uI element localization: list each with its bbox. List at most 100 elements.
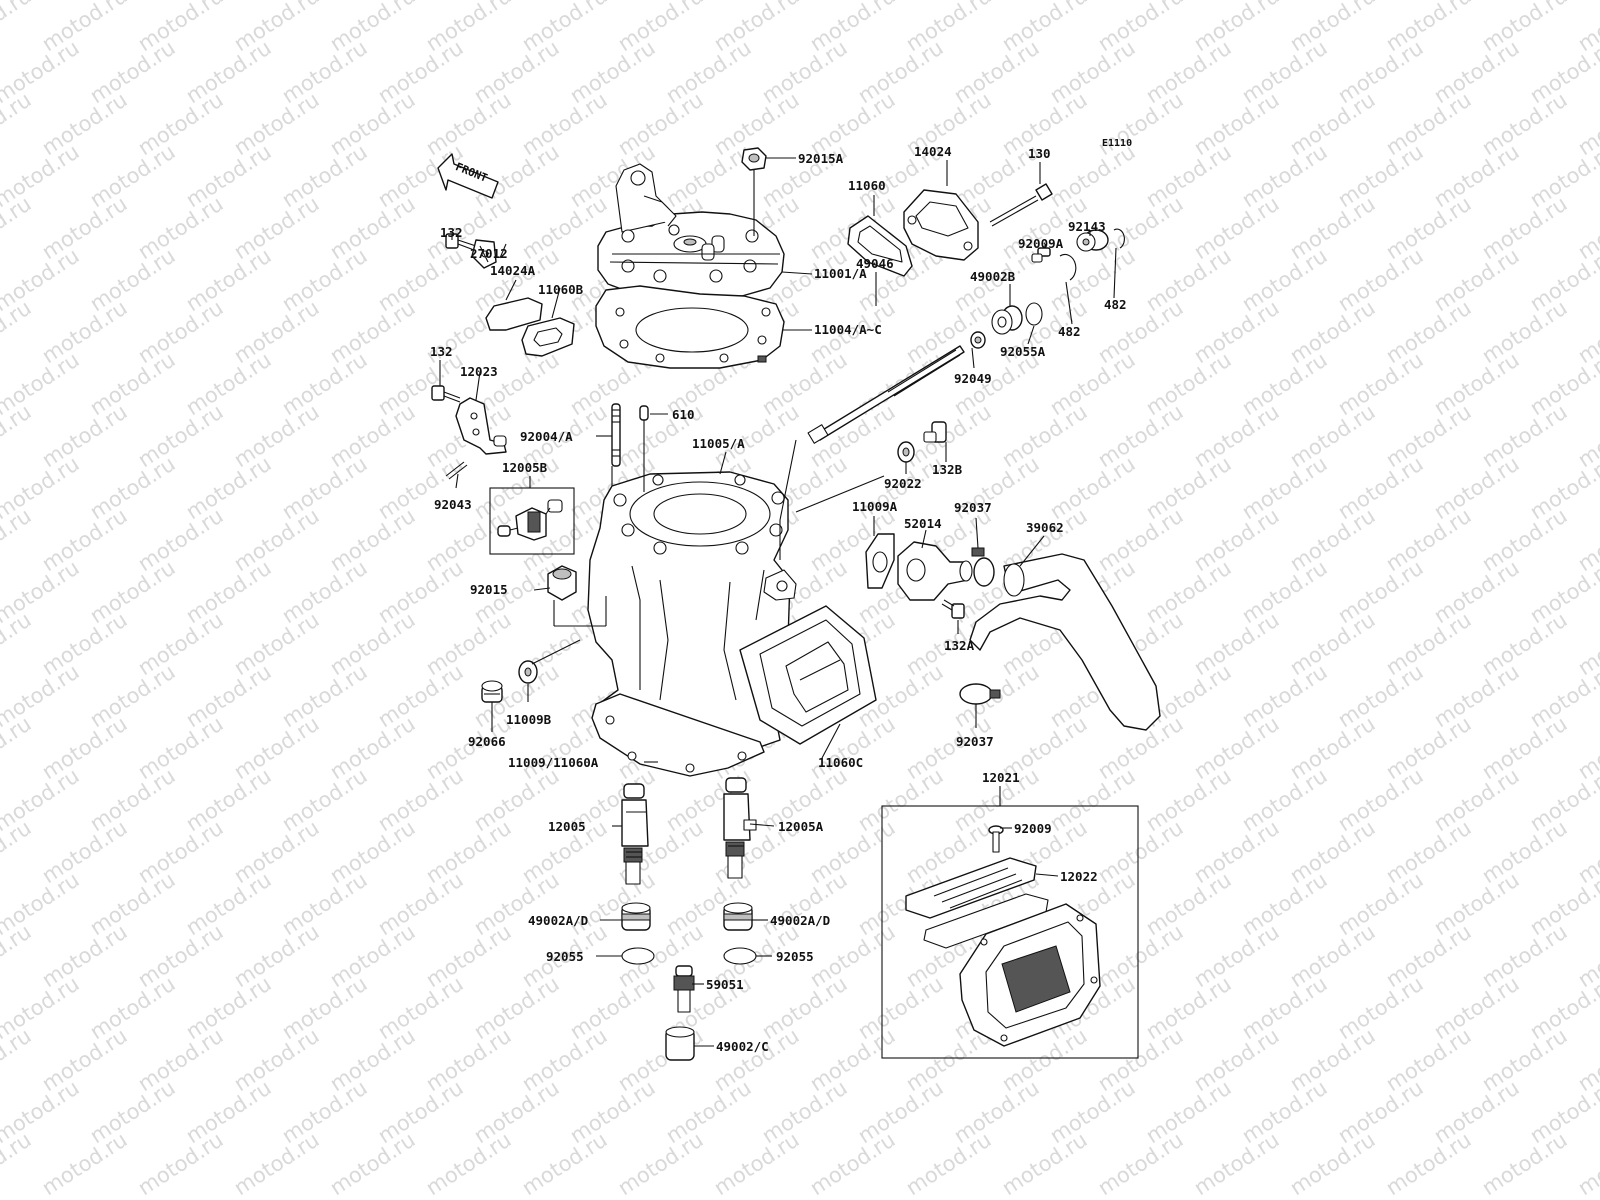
watermark-text: motod.ru [422, 1024, 516, 1097]
watermark-text: motod.ru [1430, 972, 1524, 1045]
watermark-text: motod.ru [1190, 504, 1284, 577]
watermark-text: motod.ru [86, 972, 180, 1045]
watermark-text: motod.ru [470, 36, 564, 109]
watermark-text: motod.ru [710, 1128, 804, 1200]
watermark-text: motod.ru [182, 1076, 276, 1149]
callout-92009: 92009 [1014, 821, 1052, 836]
watermark-text: motod.ru [1286, 816, 1380, 889]
valve-12005A-part [723, 777, 757, 879]
watermark-text: motod.ru [230, 1128, 324, 1200]
callout-labels: 92015A 14024 130 11060 92143 92009A 4900… [430, 144, 1127, 1054]
watermark-text: motod.ru [278, 244, 372, 317]
watermark-text: motod.ru [1334, 244, 1428, 317]
oring-92055-right-part [723, 947, 757, 965]
watermark-text: motod.ru [1382, 816, 1476, 889]
watermark-text: motod.ru [1334, 1076, 1428, 1149]
callout-132A: 132A [944, 638, 975, 653]
seal-49002B-part [991, 305, 1023, 335]
watermark-text: motod.ru [230, 192, 324, 265]
watermark-text: motod.ru [1382, 1128, 1476, 1200]
watermark-text: motod.ru [374, 348, 468, 421]
callout-12023: 12023 [460, 364, 498, 379]
watermark-text: motod.ru [470, 868, 564, 941]
nut-92015-part [547, 565, 577, 601]
watermark-text: motod.ru [326, 1128, 420, 1200]
watermark-text: motod.ru [1094, 920, 1188, 993]
watermark-text: motod.ru [1574, 1128, 1600, 1200]
callout-59051: 59051 [706, 977, 744, 992]
watermark-text: motod.ru [1190, 1128, 1284, 1200]
reed-cage-12021-part [959, 903, 1101, 1047]
watermark-text: motod.ru [1286, 88, 1380, 161]
watermark-text: motod.ru [1238, 36, 1332, 109]
callout-92037-lower: 92037 [956, 734, 994, 749]
watermark-text: motod.ru [0, 400, 36, 473]
watermark-text: motod.ru [326, 192, 420, 265]
watermark-text: motod.ru [1238, 764, 1332, 837]
watermark-text: motod.ru [1478, 296, 1572, 369]
watermark-text: motod.ru [1478, 400, 1572, 473]
callout-482-lower: 482 [1058, 324, 1081, 339]
watermark-text: motod.ru [1382, 192, 1476, 265]
watermark-text: motod.ru [1094, 816, 1188, 889]
watermark-text: motod.ru [1142, 764, 1236, 837]
callout-92055A: 92055A [1000, 344, 1046, 359]
watermark-text: motod.ru [1382, 608, 1476, 681]
callout-49046: 49046 [856, 256, 894, 271]
watermark-text: motod.ru [758, 348, 852, 421]
watermark-text: motod.ru [1142, 868, 1236, 941]
watermark-text: motod.ru [662, 140, 756, 213]
watermark-text: motod.ru [1286, 920, 1380, 993]
callout-610: 610 [672, 407, 695, 422]
watermark-text: motod.ru [422, 1128, 516, 1200]
watermark-text: motod.ru [1478, 608, 1572, 681]
callout-130: 130 [1028, 146, 1051, 161]
watermark-text: motod.ru [1046, 452, 1140, 525]
watermark-text: motod.ru [134, 712, 228, 785]
watermark-text: motod.ru [326, 608, 420, 681]
watermark-text: motod.ru [1142, 244, 1236, 317]
watermark-text: motod.ru [806, 1128, 900, 1200]
watermark-text: motod.ru [374, 452, 468, 525]
watermark-text: motod.ru [230, 920, 324, 993]
screw-92009A-part [1031, 247, 1051, 263]
plate-14024A-part [485, 297, 543, 331]
stud-92004A-part [611, 403, 621, 467]
watermark-text: motod.ru [1382, 920, 1476, 993]
watermark-text: motod.ru [0, 1024, 36, 1097]
watermark-text: motod.ru [662, 1076, 756, 1149]
cap-49002C-part [665, 1026, 695, 1061]
watermark-text: motod.ru [374, 556, 468, 629]
watermark-text: motod.ru [1478, 1128, 1572, 1200]
watermark-text: motod.ru [518, 88, 612, 161]
watermark-text: motod.ru [1094, 400, 1188, 473]
watermark-text: motod.ru [230, 1024, 324, 1097]
watermark-text: motod.ru [614, 1128, 708, 1200]
callout-92055-right: 92055 [776, 949, 814, 964]
watermark-text: motod.ru [134, 608, 228, 681]
watermark-text: motod.ru [278, 452, 372, 525]
oring-92055-left-part [621, 947, 655, 965]
seal-49002AD-left-part [621, 902, 651, 931]
washer-11009B-part [518, 660, 538, 684]
callout-92015: 92015 [470, 582, 508, 597]
watermark-text: motod.ru [0, 712, 36, 785]
watermark-text: motod.ru [38, 920, 132, 993]
watermark-text: motod.ru [758, 868, 852, 941]
watermark-text: motod.ru [278, 764, 372, 837]
watermark-text: motod.ru [518, 1128, 612, 1200]
watermark-text: motod.ru [134, 1024, 228, 1097]
watermark-text: motod.ru [566, 1076, 660, 1149]
watermark-text: motod.ru [0, 0, 36, 56]
watermark-text: motod.ru [182, 764, 276, 837]
watermark-text: motod.ru [326, 504, 420, 577]
watermark-text: motod.ru [374, 36, 468, 109]
callout-11001A: 11001/A [814, 266, 867, 281]
watermark-text: motod.ru [278, 1076, 372, 1149]
watermark-text: motod.ru [1286, 296, 1380, 369]
watermark-text: motod.ru [1382, 296, 1476, 369]
watermark-text: motod.ru [1142, 1076, 1236, 1149]
watermark-text: motod.ru [1430, 140, 1524, 213]
watermark-text: motod.ru [1382, 88, 1476, 161]
